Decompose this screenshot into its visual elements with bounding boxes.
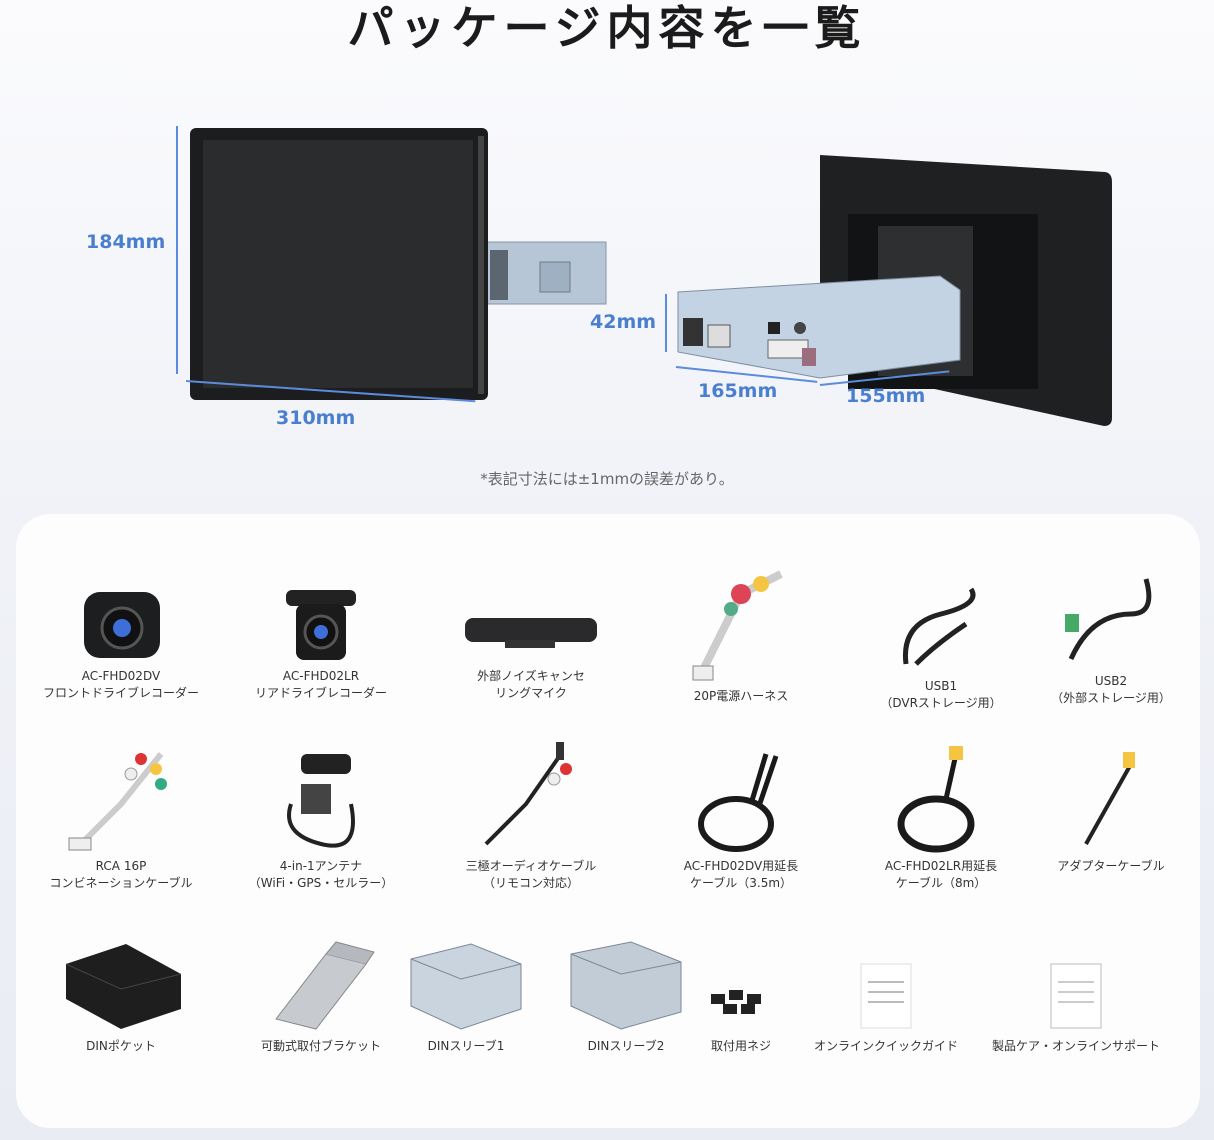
list-item: 取付用ネジ (666, 934, 816, 1055)
power-harness-icon (692, 570, 783, 681)
list-item: AC-FHD02DV用延長 ケーブル（3.5m） (636, 744, 846, 892)
bracket-length-label: 155mm (846, 385, 926, 407)
audio-cable-icon (484, 742, 572, 846)
list-item: 20P電源ハーネス (636, 554, 846, 705)
rca-cable-icon (68, 752, 167, 851)
list-item: 4-in-1アンテナ （WiFi・GPS・セルラー） (226, 744, 416, 892)
depth-dimension-line (665, 294, 667, 352)
item-label: 取付用ネジ (710, 1039, 771, 1053)
microphone-icon (465, 618, 597, 648)
length-label: 165mm (698, 380, 778, 402)
list-item: アダプターケーブル (1016, 744, 1206, 875)
head-unit-front-image (190, 128, 1112, 426)
item-label: DINスリーブ2 (587, 1039, 665, 1053)
list-item: 可動式取付ブラケット (226, 934, 416, 1055)
list-item: RCA 16P コンビネーションケーブル (26, 744, 216, 892)
list-item: AC-FHD02LR リアドライブレコーダー (226, 584, 416, 702)
list-item: DINスリーブ1 (371, 934, 561, 1055)
item-label: AC-FHD02DV用延長 ケーブル（3.5m） (683, 859, 799, 890)
bracket-icon (275, 941, 375, 1030)
item-label: USB2 （外部ストレージ用） (1051, 674, 1171, 705)
din-sleeve-icon (410, 943, 522, 1030)
item-label: 外部ノイズキャンセ リングマイク (477, 669, 585, 700)
document-icon (860, 963, 912, 1029)
rear-camera-icon (286, 590, 356, 660)
list-item: 製品ケア・オンラインサポート (986, 934, 1166, 1055)
item-label: アダプターケーブル (1057, 859, 1165, 873)
package-contents-panel: AC-FHD02DV フロントドライブレコーダー AC-FHD02LR リアドラ… (16, 514, 1200, 1128)
list-item: 三極オーディオケーブル （リモコン対応） (431, 734, 631, 892)
extension-cable-icon (698, 753, 779, 852)
list-item: AC-FHD02LR用延長 ケーブル（8m） (841, 744, 1041, 892)
list-item: USB2 （外部ストレージ用） (1016, 574, 1206, 707)
din-pocket-icon (65, 944, 182, 1029)
item-label: 4-in-1アンテナ （WiFi・GPS・セルラー） (248, 859, 394, 890)
screws-icon (711, 990, 761, 1014)
item-label: AC-FHD02LR用延長 ケーブル（8m） (884, 859, 998, 890)
usb-cable-icon (1065, 578, 1152, 661)
adapter-cable-icon (1084, 752, 1135, 845)
item-label: RCA 16P コンビネーションケーブル (49, 859, 193, 890)
width-label: 310mm (276, 407, 356, 429)
item-label: 可動式取付ブラケット (260, 1039, 381, 1053)
tolerance-note: *表記寸法には±1mmの誤差があり。 (480, 470, 734, 488)
item-label: 20P電源ハーネス (693, 689, 789, 703)
item-label: AC-FHD02DV フロントドライブレコーダー (42, 669, 199, 700)
item-label: 三極オーディオケーブル （リモコン対応） (465, 859, 597, 890)
depth-label: 42mm (590, 311, 657, 333)
item-label: AC-FHD02LR リアドライブレコーダー (254, 669, 387, 700)
list-item: オンラインクイックガイド (806, 934, 966, 1055)
document-icon (1050, 963, 1102, 1029)
list-item: USB1 （DVRストレージ用） (841, 584, 1041, 712)
antenna-icon (287, 754, 355, 848)
item-label: オンラインクイックガイド (813, 1039, 958, 1053)
item-label: 製品ケア・オンラインサポート (991, 1039, 1160, 1053)
front-dashcam-icon (84, 592, 160, 658)
din-sleeve-icon (570, 941, 682, 1030)
item-label: DINスリーブ1 (427, 1039, 505, 1053)
page-title: パッケージ内容を一覧 (347, 1, 867, 55)
usb-cable-icon (902, 587, 976, 666)
list-item: DINポケット (26, 934, 216, 1055)
list-item: AC-FHD02DV フロントドライブレコーダー (26, 584, 216, 702)
list-item: 外部ノイズキャンセ リングマイク (431, 584, 631, 702)
list-item: DINスリーブ2 (531, 934, 721, 1055)
extension-cable-icon (897, 746, 975, 853)
item-label: USB1 （DVRストレージ用） (880, 679, 1002, 710)
height-dimension-line (176, 126, 178, 374)
height-label: 184mm (86, 231, 166, 253)
item-label: DINポケット (86, 1039, 156, 1053)
